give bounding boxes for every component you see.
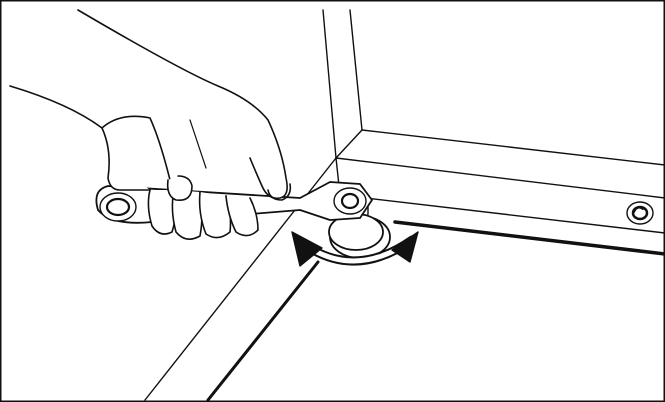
leveling-foot-illustration: [0, 0, 665, 402]
